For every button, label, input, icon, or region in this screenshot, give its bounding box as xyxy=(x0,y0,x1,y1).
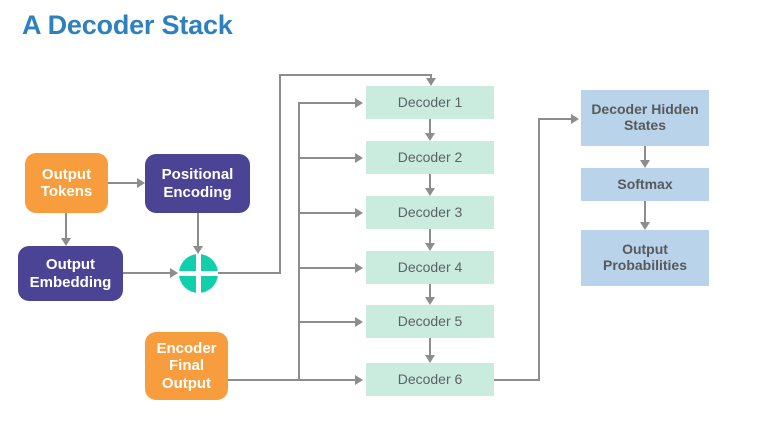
connector-into-decoder-1-vertical xyxy=(430,74,432,80)
plus-horizontal-bar xyxy=(179,271,218,276)
node-decoder-hidden-states[interactable]: Decoder Hidden States xyxy=(581,90,709,146)
connector-decoder-2-to-3 xyxy=(429,174,431,188)
arrowhead-decoder-5-to-6 xyxy=(425,355,435,363)
node-encoder-final-output-line1: Encoder xyxy=(156,340,217,358)
node-decoder-3[interactable]: Decoder 3 xyxy=(366,196,494,229)
node-encoder-final-output[interactable]: Encoder Final Output xyxy=(145,332,228,400)
node-decoder-1[interactable]: Decoder 1 xyxy=(366,86,494,119)
arrowhead-encoder-to-decoder-4 xyxy=(355,263,363,273)
arrowhead-encoder-to-decoder-6 xyxy=(355,375,363,385)
connector-embedding-to-add xyxy=(123,272,170,274)
node-output-probabilities-line1: Output xyxy=(622,241,668,258)
node-decoder-4[interactable]: Decoder 4 xyxy=(366,251,494,284)
node-output-embedding-line1: Output xyxy=(45,256,96,274)
arrowhead-tokens-to-positional xyxy=(137,178,145,188)
node-output-tokens[interactable]: Output Tokens xyxy=(25,153,108,213)
node-output-embedding-line2: Embedding xyxy=(29,273,112,291)
connector-encoder-trunk-vertical xyxy=(298,102,300,380)
node-decoder-3-label: Decoder 3 xyxy=(397,203,463,220)
node-decoder-2-label: Decoder 2 xyxy=(397,148,463,165)
arrowhead-into-decoder-1 xyxy=(426,78,436,86)
node-decoder-5-label: Decoder 5 xyxy=(397,312,463,329)
node-decoder-2[interactable]: Decoder 2 xyxy=(366,141,494,174)
arrowhead-encoder-to-decoder-3 xyxy=(355,208,363,218)
node-softmax[interactable]: Softmax xyxy=(581,168,709,201)
node-encoder-final-output-line3: Output xyxy=(161,374,212,392)
connector-decoder-3-to-4 xyxy=(429,229,431,243)
node-decoder-1-label: Decoder 1 xyxy=(397,93,463,110)
connector-decoder-1-to-2 xyxy=(429,119,431,133)
arrowhead-encoder-to-decoder-5 xyxy=(355,317,363,327)
connector-tokens-to-embedding xyxy=(65,213,67,238)
arrowhead-decoder-3-to-4 xyxy=(425,243,435,251)
connector-decoder-5-to-6 xyxy=(429,338,431,355)
connector-positional-to-add xyxy=(197,213,199,246)
arrowhead-decoder-1-to-2 xyxy=(425,133,435,141)
node-positional-encoding-line1: Positional xyxy=(161,166,234,184)
connector-decoder-4-to-5 xyxy=(429,284,431,297)
node-output-tokens-line1: Output xyxy=(41,165,92,183)
arrowhead-into-hidden-states xyxy=(571,114,579,124)
arrowhead-hidden-states-to-softmax xyxy=(640,160,650,168)
node-encoder-final-output-line2: Final xyxy=(168,357,204,375)
arrowhead-decoder-4-to-5 xyxy=(425,297,435,305)
arrowhead-decoder-2-to-3 xyxy=(425,188,435,196)
node-output-tokens-line2: Tokens xyxy=(40,183,93,200)
connector-trunk-top-horizontal xyxy=(279,74,432,76)
node-decoder-5[interactable]: Decoder 5 xyxy=(366,305,494,338)
connector-encoder-to-decoder-6 xyxy=(298,379,355,381)
connector-encoder-to-decoder-2 xyxy=(298,157,355,159)
connector-encoder-to-decoder-3 xyxy=(298,212,355,214)
node-output-probabilities-line2: Probabilities xyxy=(602,257,688,273)
connector-hidden-states-to-softmax xyxy=(644,146,646,160)
connector-encoder-to-trunk xyxy=(228,379,300,381)
node-output-probabilities[interactable]: Output Probabilities xyxy=(581,230,709,286)
connector-encoder-to-decoder-1 xyxy=(298,102,355,104)
arrowhead-embedding-to-add xyxy=(170,268,178,278)
node-decoder-hidden-states-line2: States xyxy=(623,117,666,133)
connector-into-hidden-states xyxy=(538,118,571,120)
node-decoder-6[interactable]: Decoder 6 xyxy=(366,363,494,396)
arrowhead-tokens-to-embedding xyxy=(61,238,71,246)
connector-tokens-to-positional xyxy=(108,182,137,184)
connector-add-to-trunk xyxy=(218,272,281,274)
connector-softmax-to-output-probabilities xyxy=(644,201,646,222)
node-positional-encoding-line2: Encoding xyxy=(163,183,232,201)
node-positional-encoding[interactable]: Positional Encoding xyxy=(145,154,250,213)
connector-encoder-to-decoder-4 xyxy=(298,267,355,269)
arrowhead-encoder-to-decoder-1 xyxy=(355,98,363,108)
add-operator-icon xyxy=(179,254,218,293)
node-softmax-label: Softmax xyxy=(617,175,673,192)
connector-decoder-6-to-hidden-states-vertical xyxy=(538,118,540,381)
connector-trunk-embedding-vertical xyxy=(279,74,281,274)
connector-decoder-6-to-hidden-states-horizontal xyxy=(494,379,540,381)
arrowhead-encoder-to-decoder-2 xyxy=(355,153,363,163)
arrowhead-softmax-to-output-probabilities xyxy=(640,222,650,230)
node-decoder-6-label: Decoder 6 xyxy=(397,370,463,387)
node-output-embedding[interactable]: Output Embedding xyxy=(18,246,123,301)
arrowhead-positional-to-add xyxy=(193,246,203,254)
node-decoder-hidden-states-line1: Decoder Hidden xyxy=(591,101,699,118)
node-decoder-4-label: Decoder 4 xyxy=(397,258,463,275)
connector-encoder-to-decoder-5 xyxy=(298,321,355,323)
page-title: A Decoder Stack xyxy=(22,10,233,40)
